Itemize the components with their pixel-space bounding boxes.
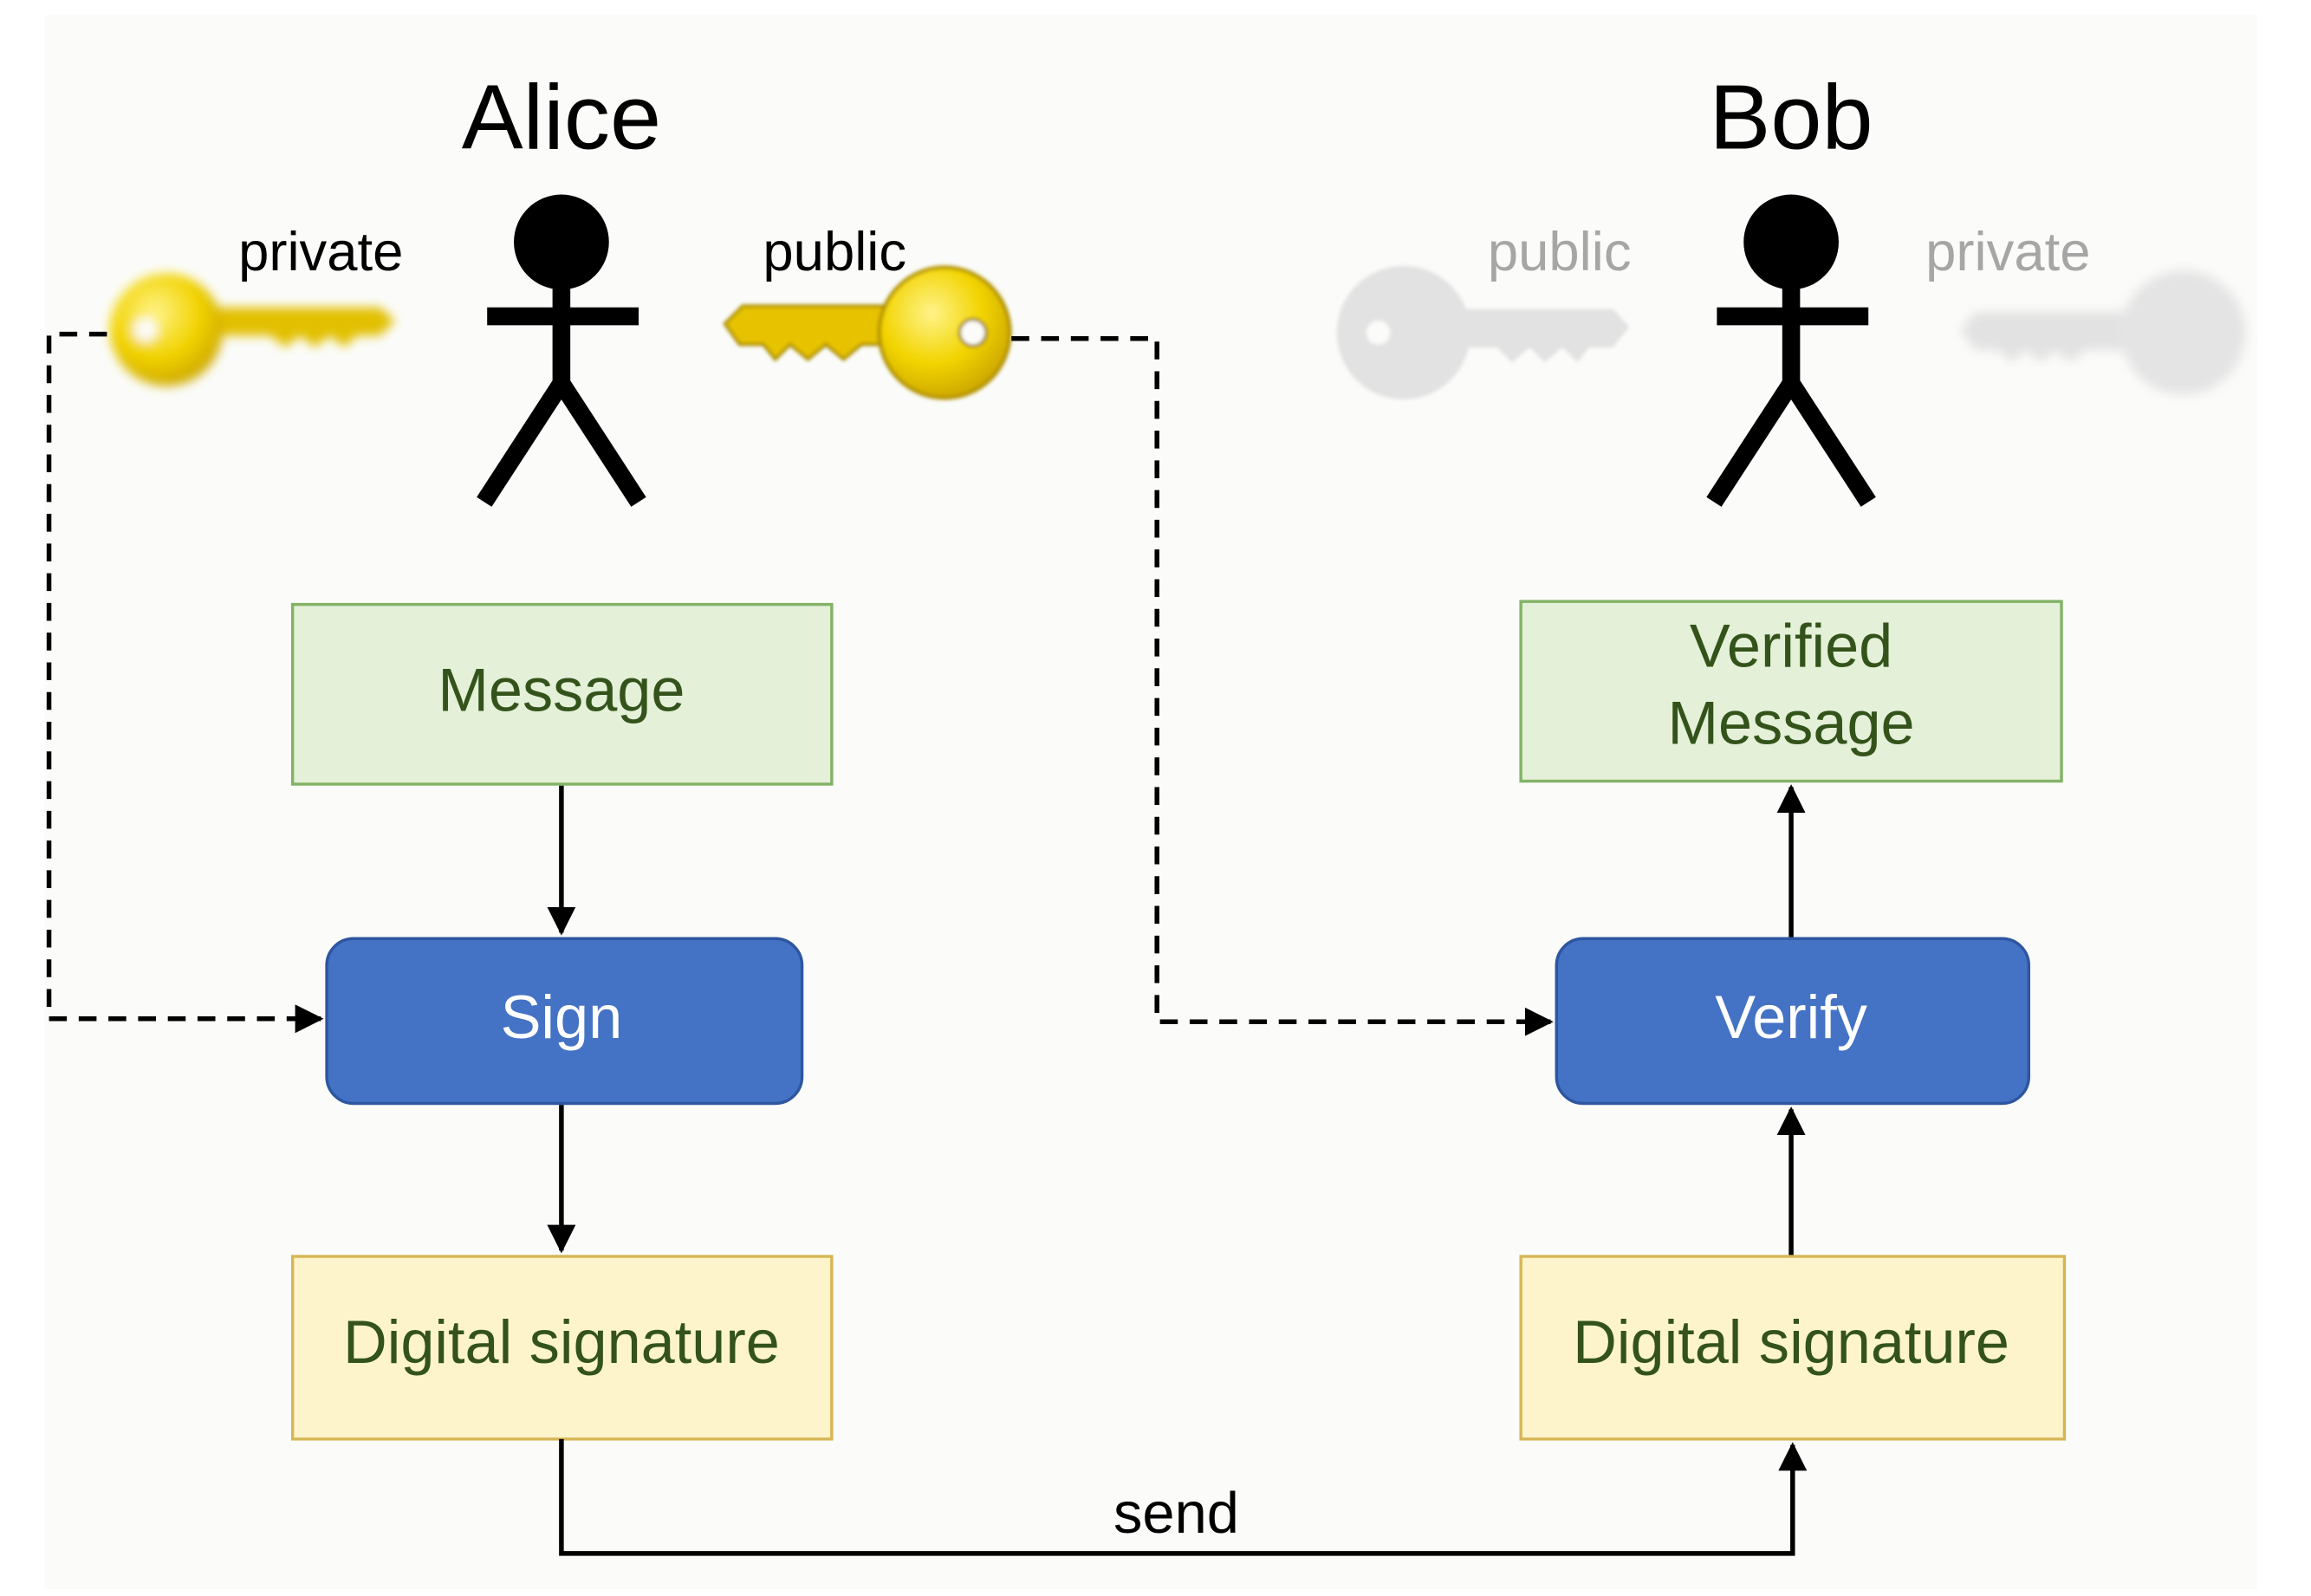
alice-public-label: public — [763, 222, 906, 282]
bob-stick-figure-icon — [1706, 194, 1876, 507]
verified-message-node — [1519, 600, 2063, 783]
bob-public-label: public — [1488, 222, 1632, 282]
sign-label: Sign — [501, 983, 623, 1051]
verify-node — [1555, 937, 2031, 1106]
bob-public-key-icon — [1336, 265, 1630, 400]
bob-digital-signature-label: Digital signature — [1573, 1307, 2009, 1376]
message-node — [290, 602, 834, 786]
alice-stick-figure-icon — [477, 194, 646, 507]
bob-name: Bob — [1710, 65, 1873, 168]
alice-name: Alice — [462, 65, 661, 168]
alice-digital-signature-node — [290, 1255, 834, 1441]
sign-node — [325, 937, 804, 1106]
send-label: send — [1113, 1481, 1239, 1546]
send-arrow — [559, 1438, 1808, 1556]
public-key-to-verify-arrow — [1011, 336, 1554, 1036]
alice-public-key-icon — [723, 265, 1012, 400]
alice-private-label: private — [238, 222, 403, 282]
verify-label: Verify — [1715, 983, 1867, 1051]
message-label: Message — [438, 656, 685, 724]
alice-private-key-icon — [109, 273, 395, 386]
bob-digital-signature-node — [1519, 1255, 2067, 1441]
verified-message-label-line1: Verified — [1690, 611, 1892, 679]
private-key-to-sign-arrow — [46, 331, 324, 1034]
alice-digital-signature-label: Digital signature — [343, 1307, 780, 1376]
bob-private-key-icon — [1960, 269, 2246, 395]
verified-message-label-line2: Message — [1668, 688, 1915, 756]
bob-private-label: private — [1925, 222, 2090, 282]
